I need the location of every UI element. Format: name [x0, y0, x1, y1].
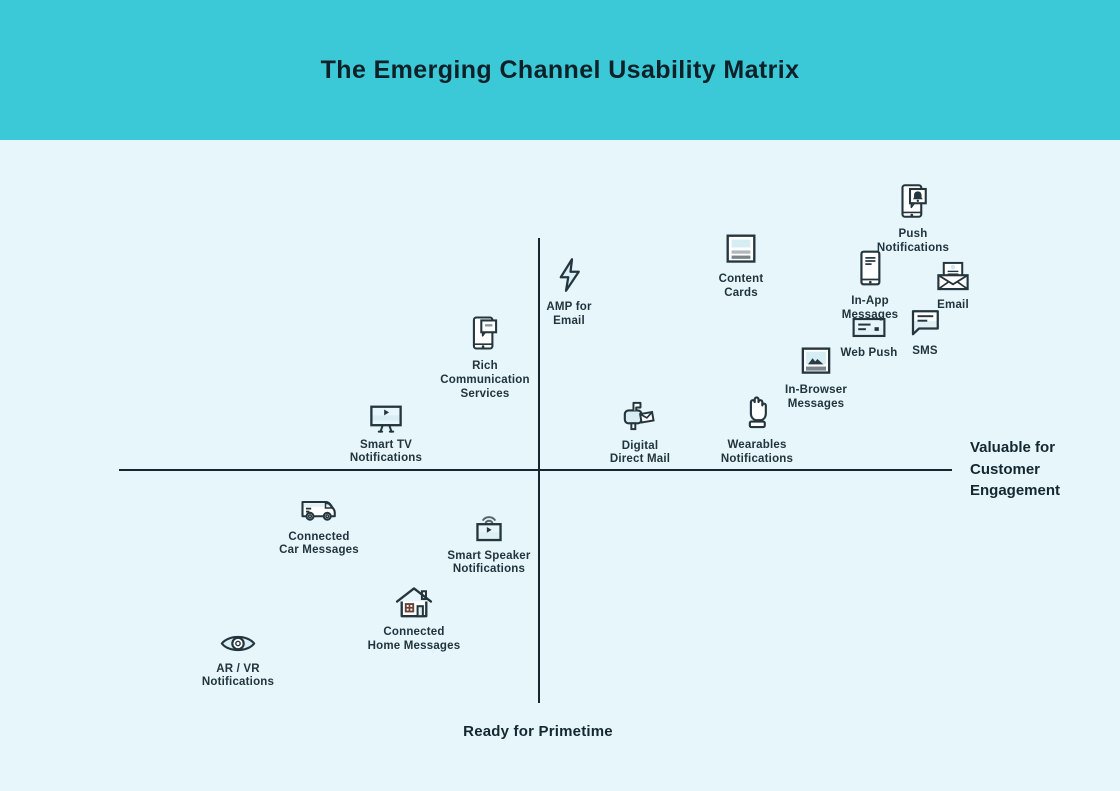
web-push-icon	[852, 317, 886, 337]
channel-label: AR / VR Notifications	[201, 662, 275, 689]
channel-label: Digital Direct Mail	[609, 439, 671, 466]
y-axis-line	[538, 238, 540, 703]
matrix-item-digital-direct-mail: Digital Direct Mail	[565, 399, 715, 468]
channel-label: Smart Speaker Notifications	[447, 549, 531, 576]
channel-label: Connected Home Messages	[367, 626, 461, 652]
smart-speaker-notifications-icon	[476, 515, 502, 541]
connected-home-messages-icon	[395, 587, 433, 618]
channel-label: Rich Communication Services	[440, 360, 530, 400]
matrix-item-connected-car-messages: Connected Car Messages	[244, 494, 394, 559]
matrix-item-wearables-notifications: Wearables Notifications	[682, 391, 832, 467]
email-icon	[937, 261, 969, 291]
channel-label: Connected Car Messages	[279, 530, 359, 557]
matrix-item-sms: SMS	[850, 306, 1000, 359]
channel-label: Push Notifications	[876, 228, 950, 254]
ar-vr-notifications-icon	[220, 635, 256, 651]
connected-car-messages-icon	[301, 500, 336, 521]
smart-tv-notifications-icon	[370, 405, 402, 433]
channel-label: AMP for Email	[546, 301, 592, 327]
page-title: The Emerging Channel Usability Matrix	[320, 55, 800, 84]
in-app-messages-icon	[860, 250, 881, 286]
x-axis-label: Ready for Primetime	[463, 723, 613, 740]
rich-communication-services-icon	[472, 316, 498, 350]
matrix-item-email: Email	[878, 259, 1028, 313]
matrix-item-push-notifications: Push Notifications	[838, 180, 988, 256]
channel-label: Content Cards	[718, 273, 764, 299]
header-band: The Emerging Channel Usability Matrix	[0, 0, 1120, 140]
channel-label: SMS	[912, 344, 938, 357]
matrix-item-web-push: Web Push	[794, 314, 944, 361]
wearables-notifications-icon	[748, 396, 767, 429]
channel-label: Wearables Notifications	[720, 439, 794, 465]
x-axis-line	[119, 469, 952, 471]
channel-label: Web Push	[840, 346, 898, 359]
amp-for-email-icon	[559, 258, 580, 292]
channel-label: Smart TV Notifications	[349, 438, 423, 465]
digital-direct-mail-icon	[623, 401, 655, 430]
matrix-item-amp-for-email: AMP for Email	[494, 255, 644, 329]
matrix-item-connected-home-messages: Connected Home Messages	[339, 584, 489, 654]
matrix-item-smart-tv-notifications: Smart TV Notifications	[311, 402, 461, 467]
channel-label: Email	[937, 299, 969, 311]
matrix-item-content-cards: Content Cards	[666, 231, 816, 301]
in-browser-messages-icon	[801, 347, 831, 374]
matrix-item-ar-vr-notifications: AR / VR Notifications	[163, 630, 313, 691]
channel-label: In-Browser Messages	[784, 384, 848, 410]
matrix-item-rich-communication-services: Rich Communication Services	[410, 312, 560, 401]
content-cards-icon	[726, 234, 756, 263]
matrix-item-smart-speaker-notifications: Smart Speaker Notifications	[414, 513, 564, 578]
push-notifications-icon	[901, 184, 927, 218]
matrix-item-in-browser-messages: In-Browser Messages	[741, 344, 891, 412]
sms-icon	[911, 309, 939, 335]
y-axis-label: Valuable for Customer Engagement	[970, 439, 1061, 499]
